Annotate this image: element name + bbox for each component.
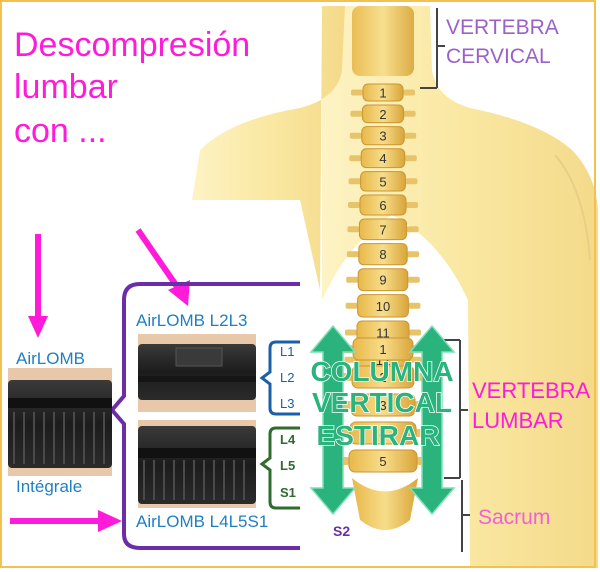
thoracic-vertebra (360, 171, 406, 192)
thoracic-process-right (406, 226, 419, 233)
thoracic-vertebra (361, 126, 405, 146)
arrow-right-bottom (10, 510, 122, 532)
lumbar-vertebra-number: 5 (379, 454, 386, 469)
lumbar-vertebra (350, 393, 416, 417)
l2l3-level-label: L2 (280, 370, 294, 385)
lumbar-vertebrae: 1 2 3 4 5 (335, 337, 431, 473)
l4l5s1-belt-image (138, 420, 256, 508)
thoracic-process-left (350, 110, 363, 117)
lumbar-vertebra (349, 421, 417, 445)
thoracic-process-right (409, 329, 421, 336)
stretch-text: COLUMNA VERTICAL ESTIRAR (310, 355, 455, 452)
lumbar-label-line1: VERTEBRA (472, 378, 591, 403)
integral-product-name: AirLOMB (16, 349, 85, 368)
l4l5s1-level-label: L4 (280, 432, 296, 447)
cervical-label-line2: CERVICAL (446, 45, 551, 68)
thoracic-process-right (406, 202, 418, 208)
thoracic-vertebra (360, 148, 406, 169)
thoracic-vertebra (358, 243, 408, 266)
sacrum-bone (352, 478, 418, 530)
lumbar-label-line2: LUMBAR (472, 408, 564, 433)
thoracic-vertebra (361, 104, 405, 124)
thoracic-process-left (346, 251, 359, 258)
thoracic-process-right (409, 356, 422, 363)
arrow-diagonal (135, 228, 190, 306)
thoracic-vertebra-number: 8 (379, 247, 386, 262)
stretch-text-line2: VERTICAL (312, 387, 452, 418)
l2l3-level-label: L3 (280, 396, 294, 411)
thoracic-vertebra (357, 268, 409, 292)
thoracic-process-left (348, 202, 360, 208)
l2l3-level-bracket (259, 340, 300, 416)
region-brackets (420, 8, 470, 552)
thoracic-process-left (347, 226, 360, 233)
l4l5s1-level-bracket (259, 426, 300, 510)
thoracic-process-left (344, 356, 357, 363)
thoracic-vertebra-number: 11 (376, 326, 390, 341)
thoracic-process-right (405, 178, 418, 185)
l2l3-level-label: L1 (280, 344, 294, 359)
s2-label: S2 (333, 523, 350, 539)
thoracic-process-right (404, 132, 417, 139)
lumbar-vertebra-number: 1 (379, 342, 386, 357)
thoracic-process-right (404, 155, 417, 162)
thoracic-vertebra-number: 9 (379, 273, 386, 288)
thoracic-process-left (351, 89, 363, 96)
thoracic-vertebra-number: 7 (379, 222, 386, 237)
sacrum-label: Sacrum (478, 506, 550, 529)
cervical-label-line1: VERTEBRA (446, 16, 559, 39)
thoracic-process-left (345, 329, 357, 336)
integral-belt-image (8, 368, 112, 476)
lumbar-vertebra (351, 365, 415, 389)
torso-silhouette (192, 6, 598, 568)
cervical-vertebrae (352, 6, 414, 76)
l4l5s1-product-name: AirLOMB L4L5S1 (136, 512, 268, 531)
title-line1: Descompresión (14, 26, 250, 64)
thoracic-vertebra (359, 194, 407, 216)
stretch-text-line1: COLUMNA (310, 356, 453, 387)
stretch-arrow-left (309, 324, 357, 516)
integral-product-subname: Intégrale (16, 477, 82, 496)
thoracic-process-right (403, 110, 416, 117)
lumbar-vertebra-number: 4 (379, 426, 386, 441)
thoracic-process-left (349, 155, 362, 162)
thoracic-process-right (407, 276, 420, 283)
l2l3-product-name: AirLOMB L2L3 (136, 311, 248, 330)
thoracic-vertebra-number: 10 (376, 299, 390, 314)
thoracic-vertebra-number: 6 (379, 198, 386, 213)
lumbar-vertebra (348, 449, 418, 473)
arrow-down-left (28, 234, 48, 338)
thoracic-process-left (346, 276, 359, 283)
thoracic-vertebra-number: 4 (379, 151, 386, 166)
thoracic-vertebra-number: 1 (379, 86, 386, 101)
thoracic-process-left (349, 132, 362, 139)
thoracic-vertebra (357, 294, 409, 318)
l2l3-belt-image (138, 334, 256, 412)
title-line3: con ... (14, 112, 107, 150)
thoracic-vertebra-number: 2 (379, 107, 386, 122)
thoracic-process-right (403, 89, 415, 96)
thoracic-process-right (407, 251, 420, 258)
thoracic-vertebra-number: 3 (379, 129, 386, 144)
stretch-text-line3: ESTIRAR (317, 420, 440, 451)
lumbar-vertebra-number: 2 (379, 370, 386, 385)
thoracic-process-left (348, 178, 361, 185)
l4l5s1-level-label: S1 (280, 485, 296, 500)
lumbar-vertebra-number: 3 (379, 398, 386, 413)
thoracic-process-left (345, 302, 358, 309)
l4l5s1-level-label: L5 (280, 458, 295, 473)
thoracic-vertebra (362, 83, 404, 102)
title-line2: lumbar (14, 68, 118, 106)
thoracic-process-right (408, 302, 421, 309)
thoracic-vertebra (358, 218, 408, 241)
stretch-arrow-right (408, 324, 456, 516)
thoracic-vertebra-number: 5 (379, 174, 386, 189)
